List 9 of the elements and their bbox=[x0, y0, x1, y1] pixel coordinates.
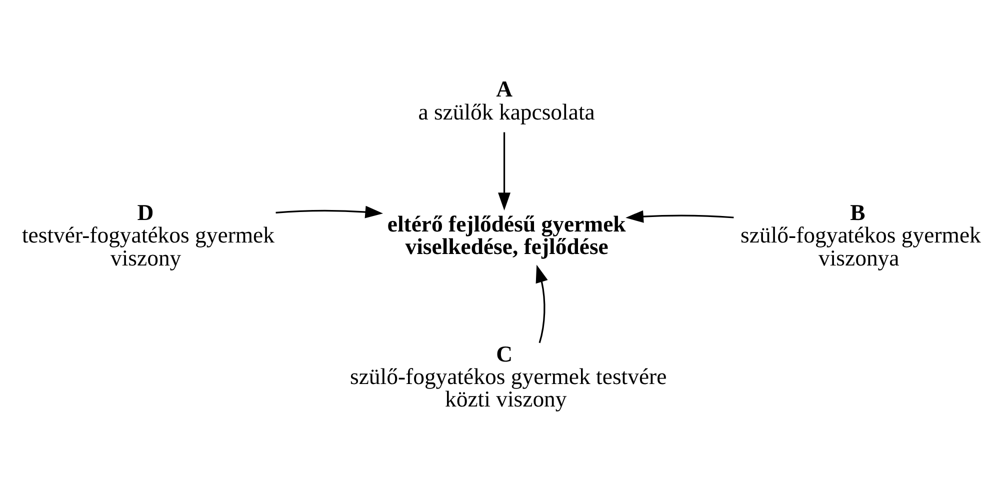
node-text: A a szülők kapcsolata bbox=[418, 76, 595, 124]
arrow bbox=[626, 210, 734, 222]
node-text: B szülő-fogyatékos gyermek viszonya bbox=[740, 199, 981, 270]
node-text: eltérő fejlődésű gyermek viselkedése, fejlődése bbox=[387, 210, 626, 259]
node-text: D testvér-fogyatékos gyermek viszony bbox=[22, 199, 275, 270]
arrow bbox=[498, 132, 511, 210]
arrow bbox=[536, 264, 548, 343]
arrow bbox=[276, 205, 384, 218]
node-text: C szülő-fogyatékos gyermek testvére közti viszony bbox=[350, 340, 667, 412]
